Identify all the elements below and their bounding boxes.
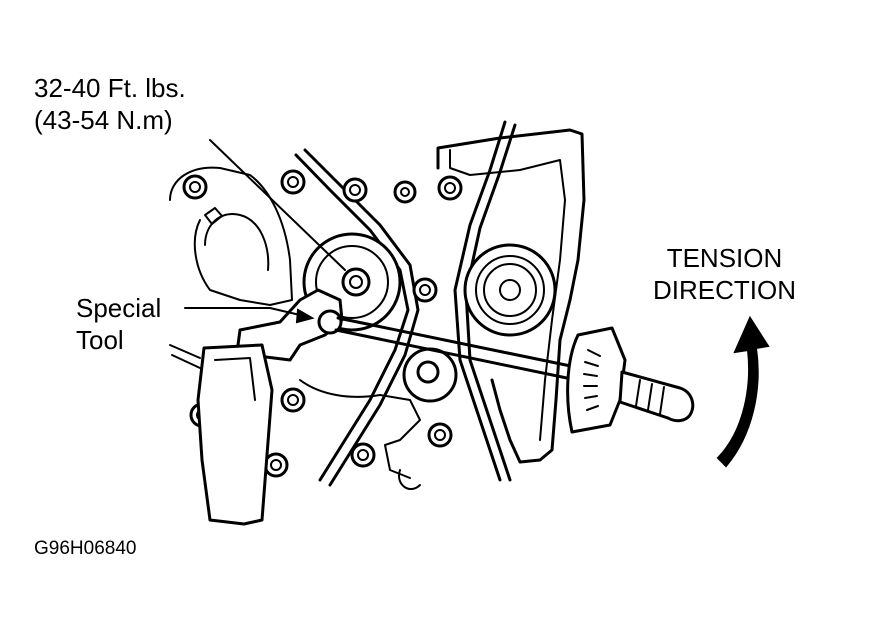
water-pump-pulley-ring-2 (483, 263, 537, 317)
tensioner-body-edge (214, 357, 256, 401)
torque-wrench-handle (618, 370, 695, 423)
special-tool-label-line2: Tool (76, 325, 124, 355)
left-rods (169, 344, 201, 369)
left-cover-outline (169, 166, 293, 306)
torque-gauge-ticks (583, 349, 601, 411)
lower-clip (398, 469, 421, 490)
timing-belt-right-run (453, 120, 507, 482)
bolt-11 (427, 422, 453, 448)
bolt-6-center (419, 284, 431, 296)
torque-wrench-rod-bottom (334, 328, 588, 384)
bolt-2-center (287, 176, 299, 188)
idler-bolt (416, 360, 440, 384)
torque-gauge-head (566, 326, 627, 434)
special-tool-leader-line (184, 307, 301, 316)
bolt-11-center (434, 429, 446, 441)
figure-id: G96H06840 (34, 538, 137, 559)
bolt-5 (437, 175, 463, 201)
tension-direction-arrow-icon (716, 315, 770, 468)
torque-spec-label: 32-40 Ft. lbs. (43-54 N.m) (34, 72, 186, 136)
bolt-7 (280, 387, 306, 413)
left-cover-arc (204, 213, 270, 271)
lower-linkage (299, 379, 421, 479)
torque-wrench-rod-top (336, 316, 592, 372)
bolt-1 (182, 174, 208, 200)
cover-inner-edge (449, 149, 566, 441)
water-pump-hub (499, 279, 521, 301)
engine-cover-outline (436, 128, 586, 464)
torque-leader-line (209, 139, 346, 271)
special-tool-pivot (317, 309, 343, 335)
small-bracket (204, 207, 223, 225)
water-pump-pulley (463, 243, 557, 337)
bolt-5-center (444, 182, 456, 194)
handle-grip-lines (635, 379, 665, 415)
bolt-3 (342, 177, 368, 203)
bolt-7-center (287, 394, 299, 406)
tension-direction-label: TENSION DIRECTION (653, 242, 796, 306)
tensioner-bolt-center (349, 275, 363, 289)
bolt-10 (350, 442, 376, 468)
bolt-2 (280, 169, 306, 195)
tensioner-bolt (341, 267, 371, 297)
water-pump-pulley-ring (475, 255, 545, 325)
special-tool-label: Special Tool (76, 292, 161, 356)
timing-belt-left-run (294, 153, 410, 482)
tensioner-body (196, 343, 274, 526)
bolt-10-center (357, 449, 369, 461)
bolt-4-center (400, 187, 410, 197)
bolt-1-center (189, 181, 201, 193)
torque-spec-ft-lbs: 32-40 Ft. lbs. (34, 73, 186, 103)
tensioner-pulley-inner (315, 245, 389, 319)
special-tool-leader-arrowhead (295, 308, 315, 324)
bolt-4 (393, 180, 417, 204)
bolt-6 (412, 277, 438, 303)
torque-spec-nm: (43-54 N.m) (34, 105, 173, 135)
special-tool-label-line1: Special (76, 293, 162, 323)
tension-direction-label-line1: TENSION (666, 243, 783, 273)
bolt-3-center (349, 184, 361, 196)
tension-direction-label-line2: DIRECTION (653, 275, 796, 305)
bolt-9-center (270, 459, 282, 471)
